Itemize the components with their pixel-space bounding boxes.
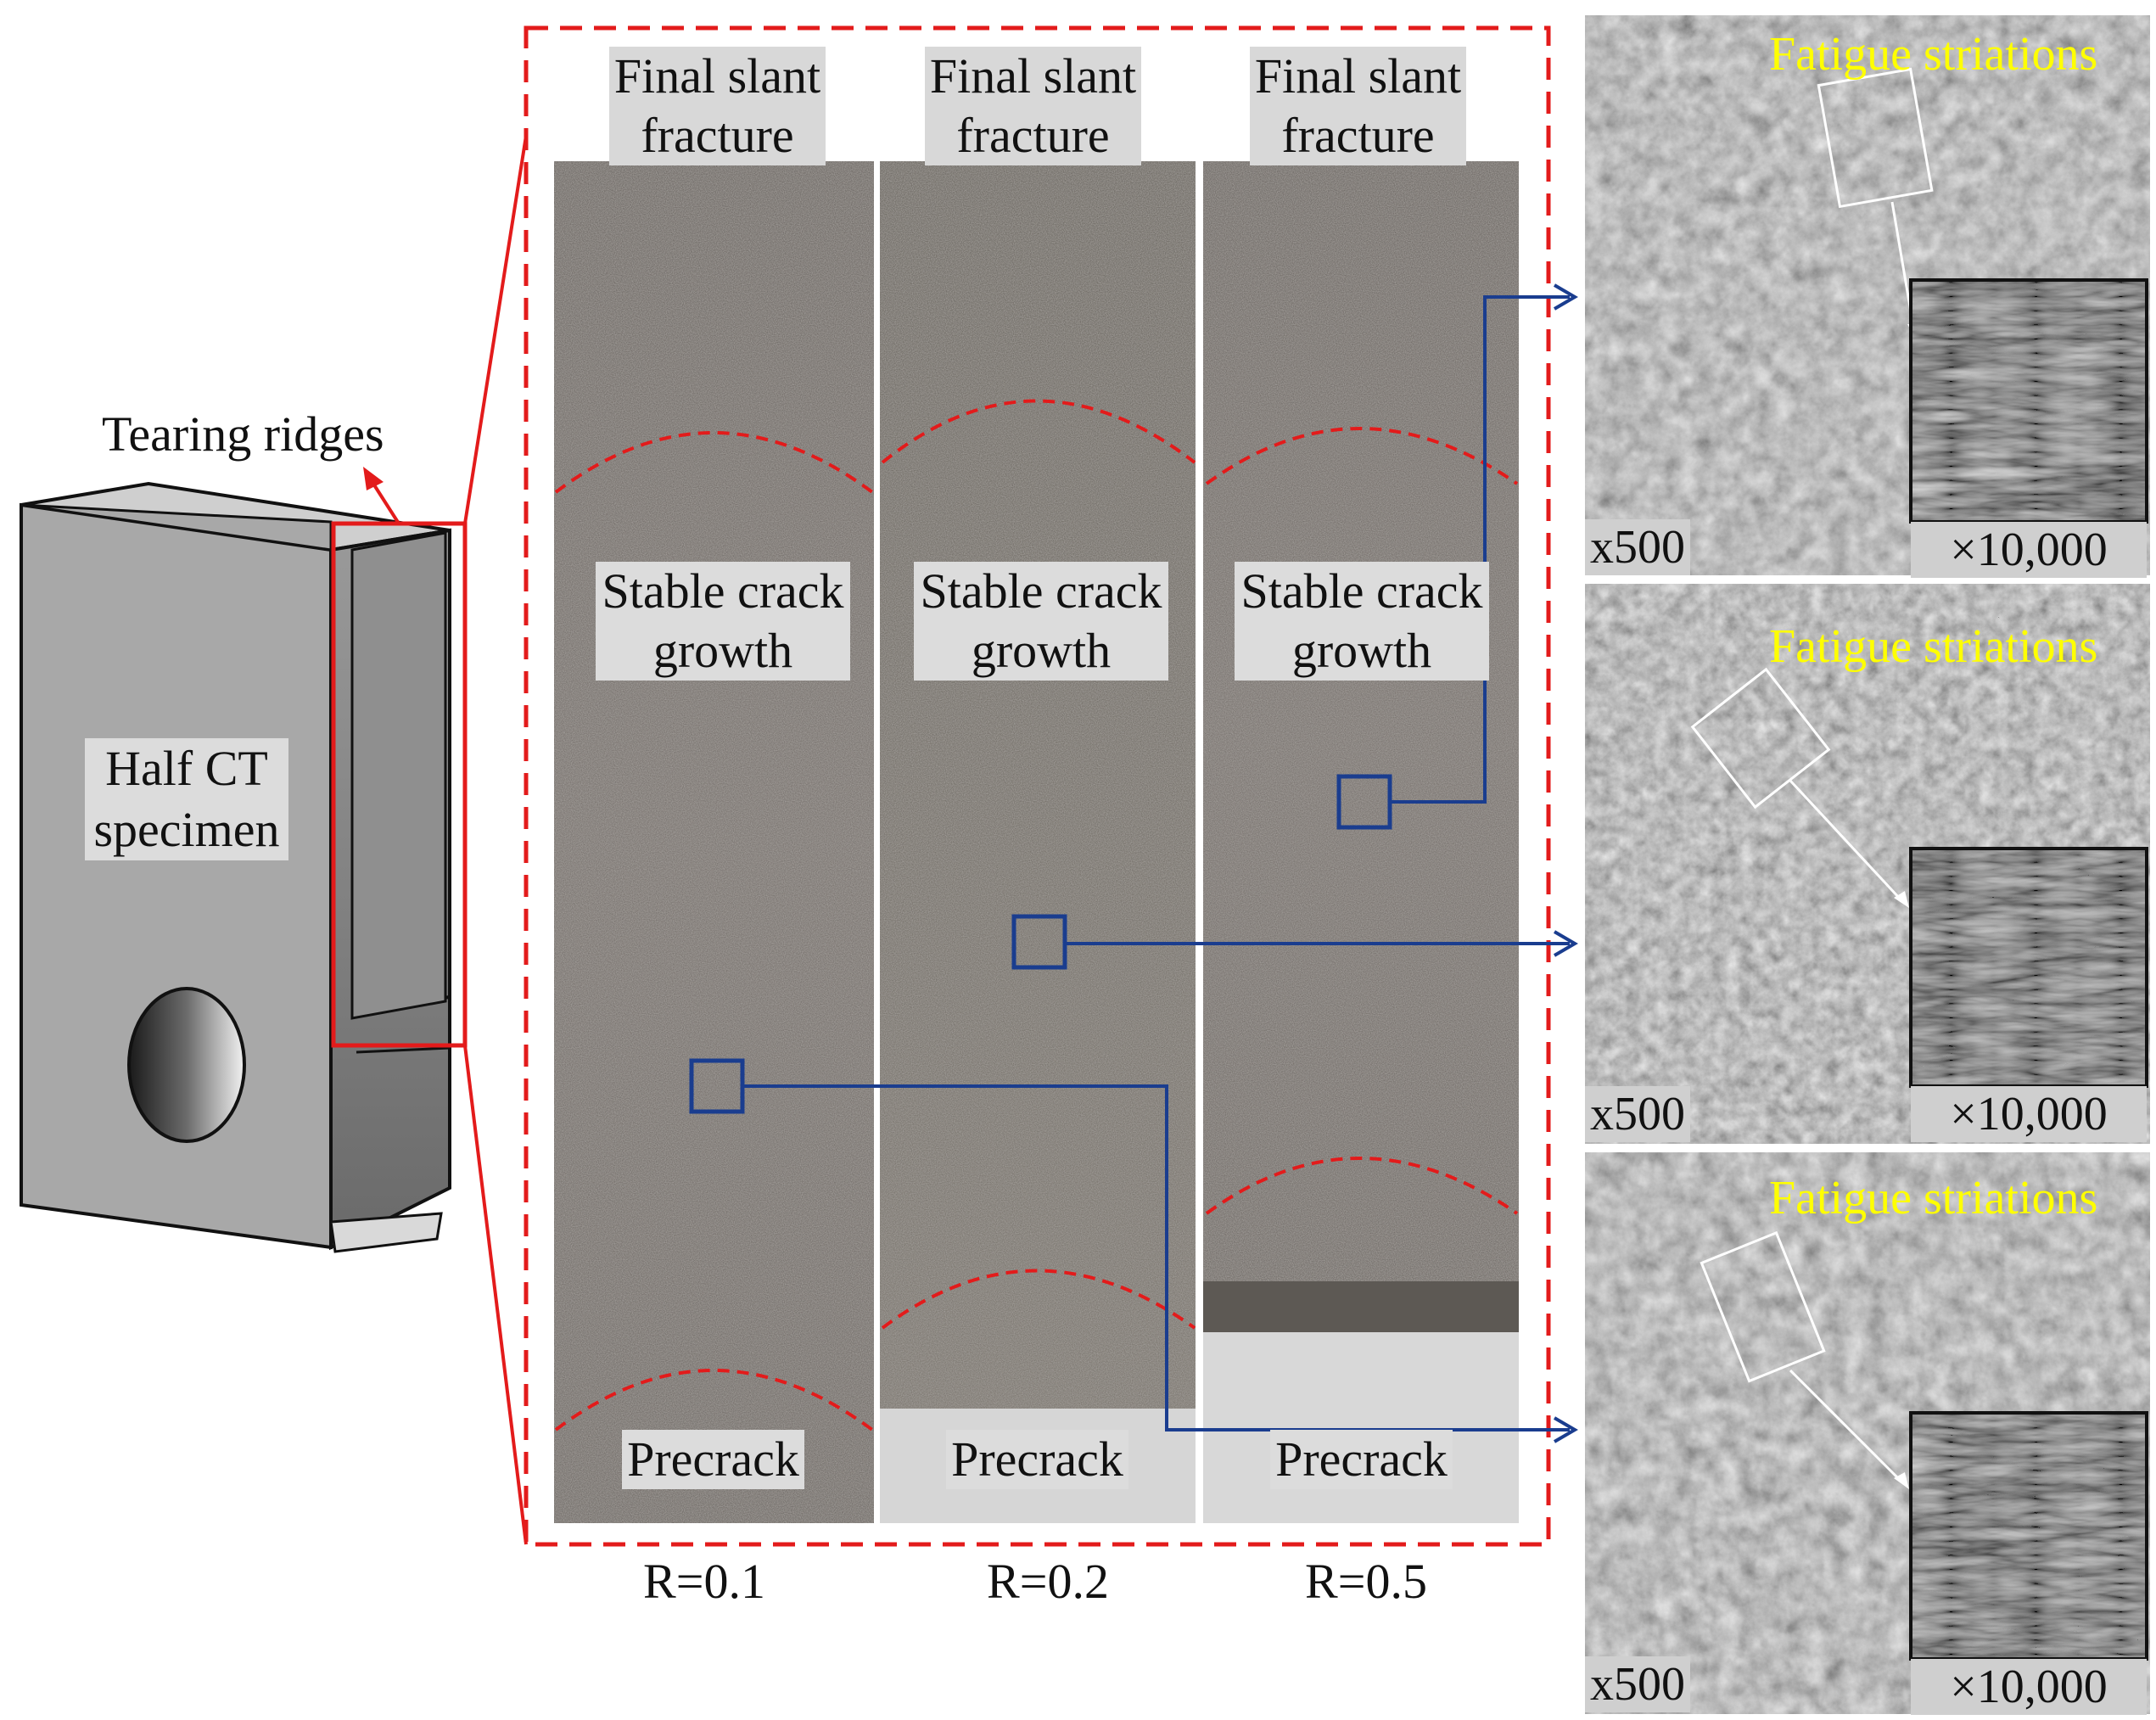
sem-low-mag-bottom: x500 — [1585, 1656, 1690, 1712]
specimen-notch — [329, 1212, 443, 1253]
header-r05: Final slant fracture — [1250, 47, 1466, 165]
stable-growth-label-r01: Stable crack growth — [596, 562, 850, 681]
precrack-label-r02: Precrack — [946, 1430, 1128, 1489]
sem-title-top: Fatigue striations — [1769, 28, 2098, 81]
precrack-label-r01: Precrack — [622, 1430, 804, 1489]
precrack-label-r05: Precrack — [1270, 1430, 1453, 1489]
fracture-photo-r02 — [880, 161, 1196, 1523]
callout-r02 — [1011, 914, 1578, 970]
header-r01: Final slant fracture — [609, 47, 826, 165]
sem-high-mag-middle: ×10,000 — [1911, 1086, 2147, 1142]
sem-panel-middle — [1585, 584, 2150, 1144]
r-value-label-r05: R=0.5 — [1305, 1554, 1427, 1609]
sem-title-bottom: Fatigue striations — [1769, 1172, 2098, 1224]
fracture-face-highlight — [331, 521, 468, 1048]
r-value-label-r01: R=0.1 — [643, 1554, 765, 1609]
half-ct-specimen-drawing — [20, 135, 528, 1545]
stable-growth-label-r02: Stable crack growth — [914, 562, 1168, 681]
specimen-name-line1: Half CT — [85, 738, 288, 799]
specimen-name-line2: specimen — [85, 799, 288, 860]
sem-low-mag-middle: x500 — [1585, 1086, 1690, 1142]
r-value-label-r02: R=0.2 — [987, 1554, 1109, 1609]
tearing-ridges-label: Tearing ridges — [102, 406, 384, 462]
fracture-surfaces-frame — [524, 25, 1551, 1547]
sem-low-mag-top: x500 — [1585, 519, 1690, 575]
specimen-name-box: Half CT specimen — [85, 738, 288, 860]
sem-panel-top — [1585, 15, 2150, 575]
sem-panel-bottom — [1585, 1152, 2150, 1714]
callout-r05 — [1336, 283, 1578, 830]
sem-high-mag-bottom: ×10,000 — [1911, 1659, 2147, 1715]
fracture-photo-r05 — [1203, 161, 1519, 1523]
specimen-hole — [127, 987, 246, 1143]
fracture-photo-r01 — [554, 161, 874, 1523]
sem-title-middle: Fatigue striations — [1769, 620, 2098, 673]
header-r02: Final slant fracture — [925, 47, 1141, 165]
sem-high-mag-top: ×10,000 — [1911, 522, 2147, 578]
stable-growth-label-r05: Stable crack growth — [1235, 562, 1489, 681]
